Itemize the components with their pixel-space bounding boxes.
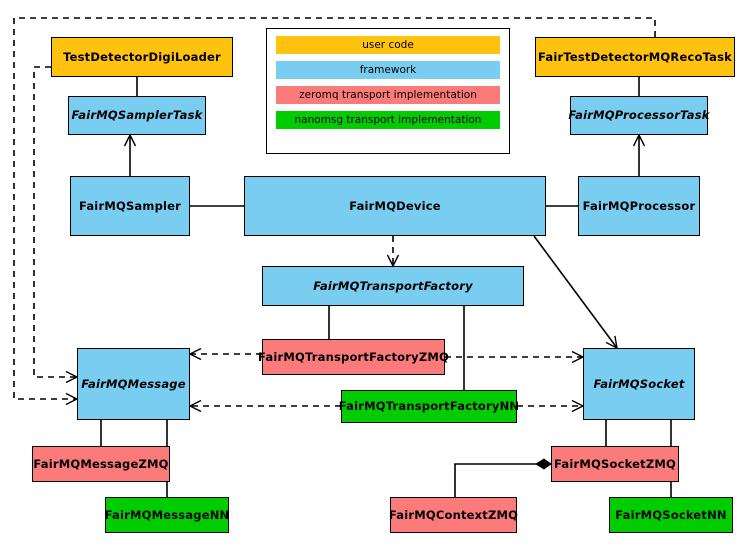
class-label: TestDetectorDigiLoader [63,49,221,64]
class-box-fair-mq-processor[interactable]: FairMQProcessor [578,176,700,236]
edge-device-to-socket [533,235,617,348]
class-box-fair-mq-message-nn[interactable]: FairMQMessageNN [105,497,229,533]
class-box-fair-mq-transport-factory-zmq[interactable]: FairMQTransportFactoryZMQ [258,339,449,375]
class-box-fair-test-detector-mq-reco-task[interactable]: FairTestDetectorMQRecoTask [535,37,735,77]
class-box-fair-mq-message-zmq[interactable]: FairMQMessageZMQ [32,446,170,482]
legend-row-framework: framework [276,61,500,79]
class-box-fair-mq-sampler-task[interactable]: FairMQSamplerTask [68,96,206,135]
class-label: FairMQSampler [78,198,182,213]
class-label: FairMQMessage [81,376,186,391]
class-label: FairMQMessageNN [104,507,230,522]
class-box-fair-mq-socket[interactable]: FairMQSocket [583,348,695,420]
legend-label: framework [359,64,417,76]
class-box-fair-mq-processor-task[interactable]: FairMQProcessorTask [568,96,710,135]
class-box-fair-mq-sampler[interactable]: FairMQSampler [70,176,190,236]
class-label: FairTestDetectorMQRecoTask [538,49,732,64]
class-label: FairMQSocket [593,376,685,391]
class-box-fair-mq-device[interactable]: FairMQDevice [244,176,546,236]
class-label: FairMQTransportFactoryZMQ [258,349,450,364]
edge-socketzmq-composes-contextzmq [454,458,552,497]
class-label: FairMQProcessor [582,198,696,213]
class-label: FairMQTransportFactory [313,278,473,293]
class-box-fair-mq-transport-factory[interactable]: FairMQTransportFactory [262,266,524,306]
class-box-fair-mq-message[interactable]: FairMQMessage [77,348,190,420]
legend-label: zeromq transport implementation [299,89,477,101]
class-label: FairMQMessageZMQ [33,456,169,471]
class-label: FairMQSocketZMQ [554,456,676,471]
class-box-fair-mq-transport-factory-nn[interactable]: FairMQTransportFactoryNN [338,390,520,423]
class-box-fair-mq-context-zmq[interactable]: FairMQContextZMQ [388,497,519,533]
class-label: FairMQProcessorTask [568,108,710,123]
legend-row-user-code: user code [276,36,500,54]
class-label: FairMQTransportFactoryNN [338,399,520,414]
class-box-fair-mq-socket-zmq[interactable]: FairMQSocketZMQ [551,446,679,482]
legend-row-nanomsg: nanomsg transport implementation [276,111,500,129]
legend-label: nanomsg transport implementation [294,114,482,126]
class-label: FairMQSocketNN [615,507,727,522]
class-box-test-detector-digi-loader[interactable]: TestDetectorDigiLoader [51,37,233,77]
legend-row-zeromq: zeromq transport implementation [276,86,500,104]
class-box-fair-mq-socket-nn[interactable]: FairMQSocketNN [609,497,733,533]
legend-label: user code [362,39,414,51]
legend: user code framework zeromq transport imp… [266,28,510,154]
class-label: FairMQDevice [349,198,441,213]
edge-recotask-to-message [13,17,656,399]
class-label: FairMQContextZMQ [388,507,519,522]
class-label: FairMQSamplerTask [71,108,203,123]
